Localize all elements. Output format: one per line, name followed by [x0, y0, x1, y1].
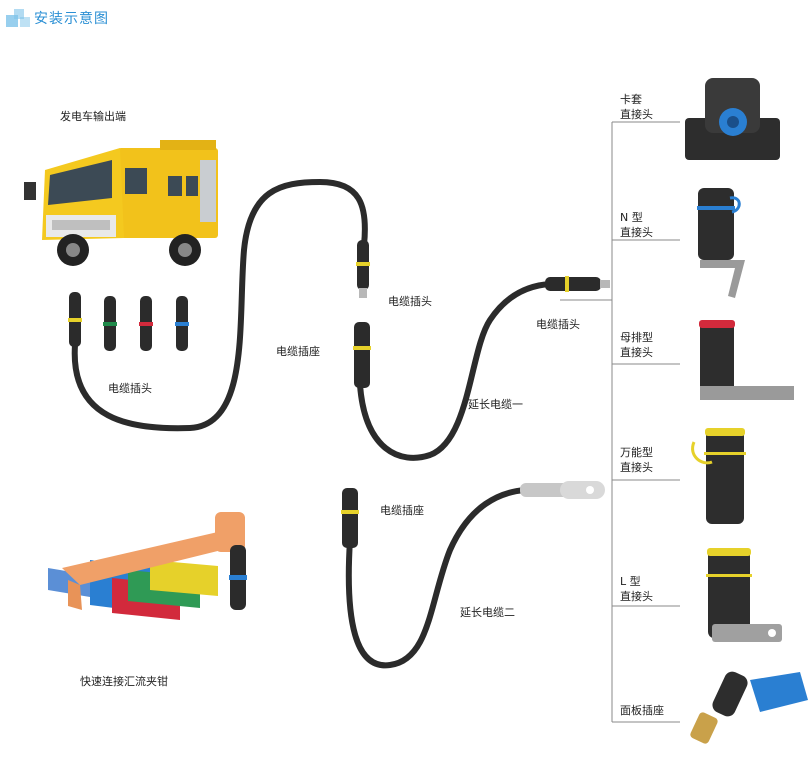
extension-cable-one-label: 延长电缆一 [468, 398, 523, 412]
l-type-connector-image [706, 548, 782, 642]
connector-label-l-type: L 型直接头 [620, 574, 680, 604]
mid-socket-label: 电缆插座 [276, 345, 320, 359]
truck-label: 发电车输出端 [60, 110, 126, 124]
panel-socket-image [689, 669, 808, 745]
universal-connector-image [693, 428, 746, 524]
generator-truck-image [24, 140, 218, 266]
cable-plug-set [68, 292, 189, 351]
connector-label-universal: 万能型直接头 [620, 445, 680, 475]
n-type-connector-image [697, 188, 745, 298]
right-plug-label: 电缆插头 [536, 318, 580, 332]
left-plug-label: 电缆插头 [108, 382, 152, 396]
mid-plug-label: 电缆插头 [388, 295, 432, 309]
cable-lug [520, 481, 605, 499]
busbar-connector-image [699, 320, 794, 400]
low-socket-label: 电缆插座 [380, 504, 424, 518]
right-plug [545, 276, 610, 292]
cable-extension-one [360, 284, 550, 458]
cable-extension-two [349, 490, 525, 665]
low-socket [341, 488, 359, 548]
connector-label-panel-socket: 面板插座 [620, 703, 680, 718]
mid-plug [356, 240, 370, 298]
connector-label-sleeve: 卡套直接头 [620, 92, 680, 122]
busbar-clamp-label: 快速连接汇流夹钳 [80, 675, 168, 689]
connector-label-busbar: 母排型直接头 [620, 330, 680, 360]
busbar-clamp-image [48, 512, 247, 620]
connector-label-n-type: N 型直接头 [620, 210, 680, 240]
sleeve-connector-image [685, 78, 780, 160]
extension-cable-two-label: 延长电缆二 [460, 606, 515, 620]
mid-socket [353, 322, 371, 388]
